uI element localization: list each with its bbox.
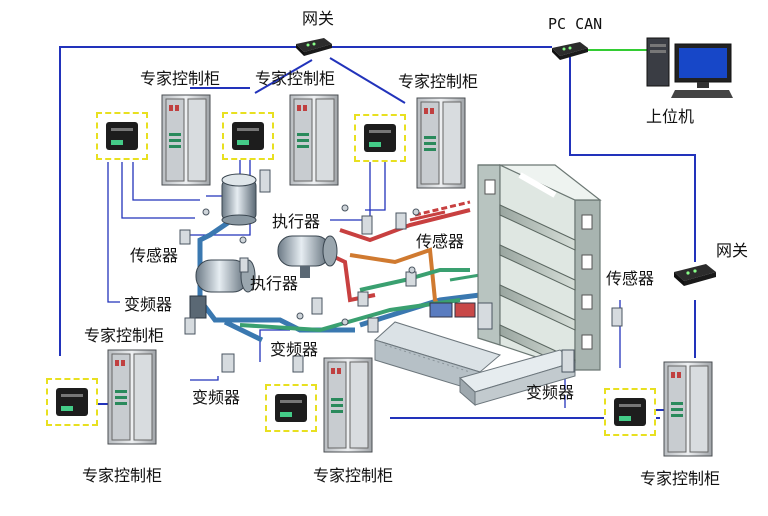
pc-can-icon: [550, 40, 590, 62]
sensor-label-2: 传感器: [416, 232, 465, 251]
expert-cabinet-icon: [160, 93, 212, 187]
gateway-icon: [294, 36, 334, 58]
duct-pipes: [409, 200, 481, 282]
pump-icon: [277, 235, 338, 278]
controller-module-icon: [46, 378, 98, 426]
gateway-right-label: 网关: [716, 241, 749, 260]
controller-module-icon: [96, 112, 148, 160]
vfd-label-4: 变频器: [526, 383, 575, 402]
gateway-icon: [672, 262, 718, 288]
building-shelves-icon: [477, 164, 602, 371]
network-wiring: [59, 46, 696, 419]
cabinet-label-2: 专家控制柜: [255, 69, 336, 88]
cabinet-label-1: 专家控制柜: [140, 69, 221, 88]
duct-green: [239, 268, 470, 333]
cabinet-label-4: 专家控制柜: [84, 326, 165, 345]
tank-icon: [221, 173, 257, 226]
controller-module-icon: [354, 114, 406, 162]
actuator-label-1: 执行器: [272, 212, 321, 231]
sensor-label-3: 传感器: [606, 269, 655, 288]
controller-module-icon: [604, 388, 656, 436]
vfd-label-3: 变频器: [192, 388, 241, 407]
cabinet-label-5: 专家控制柜: [82, 466, 163, 485]
actuator-label-2: 执行器: [250, 274, 299, 293]
expert-cabinet-icon: [106, 348, 158, 446]
host-label: 上位机: [646, 107, 695, 126]
expert-cabinet-icon: [415, 96, 467, 190]
cabinet-label-7: 专家控制柜: [640, 469, 721, 488]
vfd-label-2: 变频器: [270, 340, 319, 359]
duct-boxes: [429, 302, 476, 318]
pc-can-label: PC CAN: [548, 15, 603, 33]
sensor-label-1: 传感器: [130, 246, 179, 265]
cabinet-label-6: 专家控制柜: [313, 466, 394, 485]
controller-module-icon: [265, 384, 317, 432]
air-duct-icon: [374, 321, 577, 407]
computer-icon: [645, 36, 735, 100]
expert-cabinet-icon: [322, 356, 374, 454]
actuator-valves: [202, 204, 420, 326]
controller-module-icon: [222, 112, 274, 160]
vfd-label-1: 变频器: [124, 295, 173, 314]
sensor-icons: [179, 169, 623, 373]
gateway-top-label: 网关: [302, 9, 335, 28]
expert-cabinet-icon: [288, 93, 340, 187]
cabinet-label-3: 专家控制柜: [398, 72, 479, 91]
expert-cabinet-icon: [662, 360, 714, 458]
